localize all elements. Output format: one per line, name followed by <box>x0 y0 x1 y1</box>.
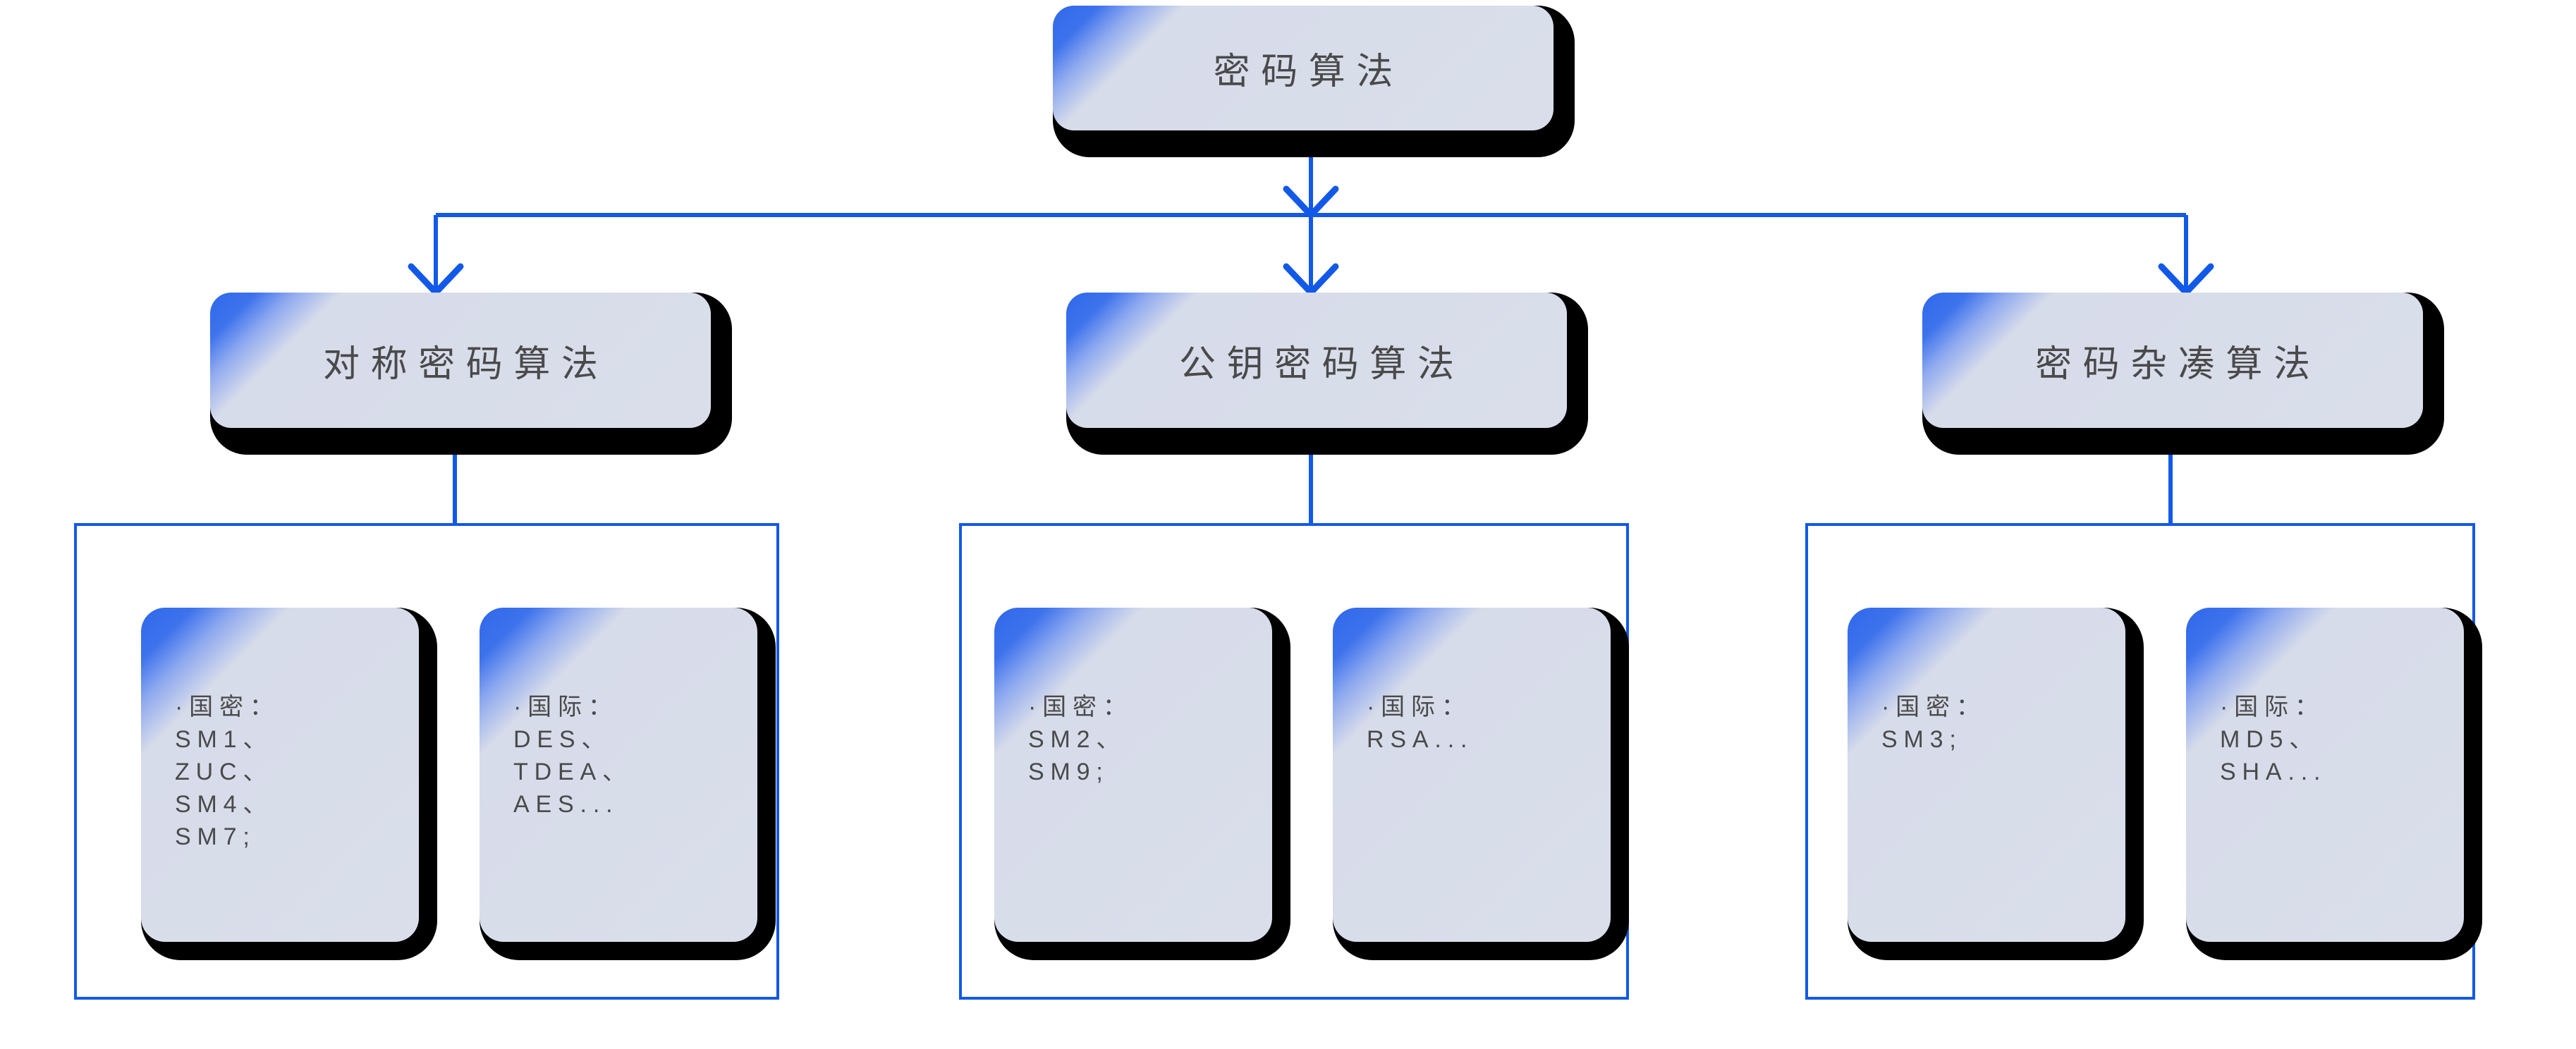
node-group-symmetric[interactable]: 对称密码算法 <box>210 293 732 455</box>
card-symmetric-international-text: ·国际： DES、 TDEA、 AES... <box>513 694 633 818</box>
card-hash-international[interactable]: ·国际： MD5、 SHA... <box>2186 608 2482 960</box>
card-publickey-domestic-text: ·国密： SM2、 SM9; <box>1028 694 1133 785</box>
card-hash-domestic-text: ·国密： SM3; <box>1881 694 1986 753</box>
node-group-public-key-face: 公钥密码算法 <box>1066 293 1567 428</box>
node-group-symmetric-face: 对称密码算法 <box>210 293 711 428</box>
arrowhead-root-stem <box>1283 185 1339 219</box>
node-group-public-key-label: 公钥密码算法 <box>1178 343 1465 385</box>
node-group-public-key[interactable]: 公钥密码算法 <box>1066 293 1588 455</box>
node-group-hash-label: 密码杂凑算法 <box>2034 343 2321 385</box>
node-group-hash-face: 密码杂凑算法 <box>1922 293 2423 428</box>
arrowhead-symmetric <box>408 263 464 296</box>
card-symmetric-domestic-face: ·国密： SM1、 ZUC、 SM4、 SM7; <box>141 608 419 942</box>
card-symmetric-domestic[interactable]: ·国密： SM1、 ZUC、 SM4、 SM7; <box>141 608 437 960</box>
card-publickey-international[interactable]: ·国际： RSA... <box>1333 608 1629 960</box>
node-root-label: 密码算法 <box>1213 51 1404 92</box>
card-publickey-international-text: ·国际： RSA... <box>1367 694 1474 753</box>
card-hash-international-text: ·国际： MD5、 SHA... <box>2220 694 2327 785</box>
card-symmetric-international[interactable]: ·国际： DES、 TDEA、 AES... <box>480 608 776 960</box>
node-group-symmetric-label: 对称密码算法 <box>322 343 609 385</box>
node-root[interactable]: 密码算法 <box>1053 6 1575 157</box>
card-hash-domestic[interactable]: ·国密： SM3; <box>1848 608 2144 960</box>
node-root-face: 密码算法 <box>1053 6 1553 130</box>
card-hash-domestic-face: ·国密： SM3; <box>1848 608 2125 942</box>
group-frame-symmetric <box>74 523 779 1000</box>
card-hash-international-face: ·国际： MD5、 SHA... <box>2186 608 2464 942</box>
card-publickey-domestic-face: ·国密： SM2、 SM9; <box>994 608 1272 942</box>
arrowhead-hash <box>2158 263 2214 296</box>
card-symmetric-international-face: ·国际： DES、 TDEA、 AES... <box>480 608 757 942</box>
card-symmetric-domestic-text: ·国密： SM1、 ZUC、 SM4、 SM7; <box>175 694 280 850</box>
card-publickey-domestic[interactable]: ·国密： SM2、 SM9; <box>994 608 1290 960</box>
arrowhead-public-key <box>1283 263 1339 296</box>
node-group-hash[interactable]: 密码杂凑算法 <box>1922 293 2444 455</box>
card-publickey-international-face: ·国际： RSA... <box>1333 608 1611 942</box>
